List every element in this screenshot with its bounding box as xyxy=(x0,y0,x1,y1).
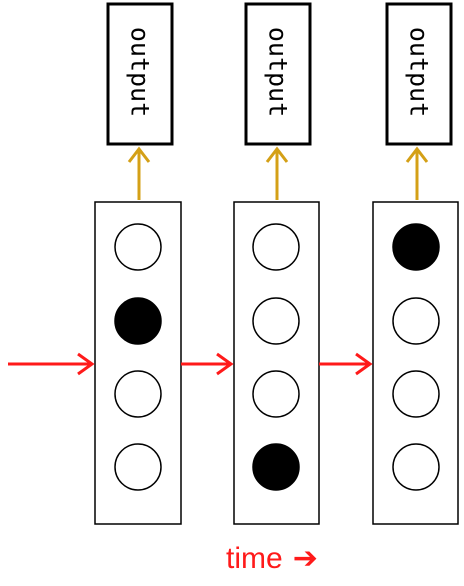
output-label-2: output xyxy=(264,27,293,117)
inactive-node xyxy=(392,370,440,418)
active-node xyxy=(252,443,300,491)
output-box-1 xyxy=(106,2,174,146)
output-arrow-2 xyxy=(265,146,289,200)
output-arrow-1 xyxy=(127,146,151,200)
column-2-nodes xyxy=(252,223,300,491)
active-node xyxy=(392,223,440,271)
time-label: time ➔ xyxy=(226,542,318,575)
input-arrow xyxy=(8,352,95,376)
active-node xyxy=(114,297,162,345)
inactive-node xyxy=(252,370,300,418)
output-unit-1: output xyxy=(106,2,174,146)
output-box-3 xyxy=(385,2,453,146)
time-arrow-glyph: ➔ xyxy=(293,542,318,575)
inactive-node xyxy=(114,370,162,418)
output-arrow-3 xyxy=(405,146,429,200)
recurrent-arrow-2 xyxy=(319,352,373,376)
column-1-nodes xyxy=(114,223,162,491)
output-unit-3: output xyxy=(385,2,453,146)
recurrent-arrow-1 xyxy=(181,352,234,376)
inactive-node xyxy=(392,297,440,345)
output-label-3: output xyxy=(405,27,434,117)
column-3-nodes xyxy=(392,223,440,491)
inactive-node xyxy=(392,443,440,491)
time-label-text: time xyxy=(226,542,283,575)
inactive-node xyxy=(114,443,162,491)
output-label-1: output xyxy=(126,27,155,117)
inactive-node xyxy=(252,223,300,271)
output-unit-2: output xyxy=(244,2,312,146)
inactive-node xyxy=(114,223,162,271)
inactive-node xyxy=(252,297,300,345)
output-box-2 xyxy=(244,2,312,146)
